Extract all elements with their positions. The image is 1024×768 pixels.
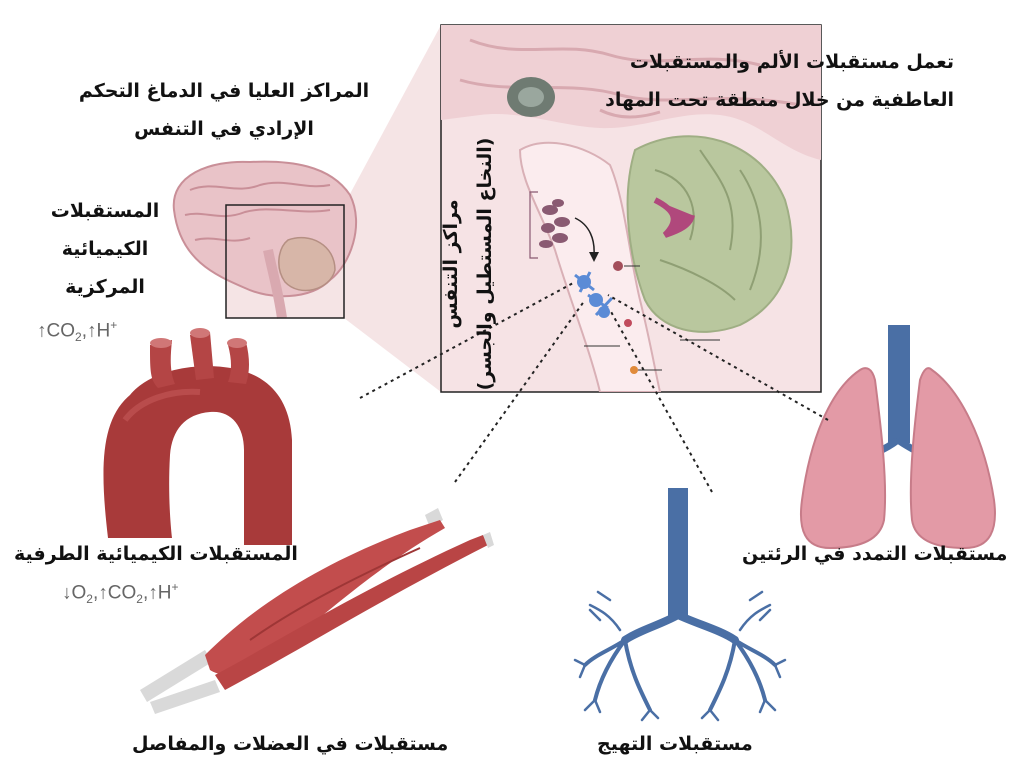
label-line: المراكز العليا في الدماغ التحكم — [78, 80, 370, 102]
label-line: المركزية — [65, 276, 145, 298]
label-line: الإرادي في التنفس — [134, 118, 314, 140]
lungs-illustration — [800, 325, 996, 550]
respiratory-centers-label: مراكز التنفس (النخاع المستطيل والجسر) — [412, 118, 527, 391]
label-line: (النخاع المستطيل والجسر) — [474, 137, 496, 391]
cerebellum-shape — [626, 135, 793, 333]
connector-lines — [359, 281, 829, 493]
brain-illustration — [172, 160, 358, 319]
bronchial-tree-illustration — [573, 488, 787, 722]
up-arrow: ↑ — [98, 582, 108, 604]
h-superscript: + — [110, 318, 118, 332]
label-line: مراكز التنفس — [440, 199, 462, 329]
down-arrow: ↓ — [62, 582, 72, 604]
co2-subscript: 2 — [136, 592, 143, 607]
higher-centers-label: المراكز العليا في الدماغ التحكم الإرادي … — [70, 72, 378, 148]
co2-text: CO — [46, 320, 76, 342]
stretch-receptors-label: مستقبلات التمدد في الرئتين — [742, 543, 1008, 565]
up-arrow: ↑ — [37, 320, 47, 342]
aorta-illustration — [103, 328, 293, 545]
peripheral-chemoreceptors-label: المستقبلات الكيميائية الطرفية — [14, 543, 298, 565]
neuron-cluster — [574, 271, 614, 318]
muscle-joint-receptors-label: مستقبلات في العضلات والمفاصل — [132, 733, 449, 755]
up-arrow: ↑ — [148, 582, 158, 604]
co2-text: CO — [107, 582, 137, 604]
o2-subscript: 2 — [86, 592, 93, 607]
h-text: H — [157, 582, 172, 604]
up-arrow: ↑ — [86, 320, 97, 342]
hypothalamus-receptors-label: تعمل مستقبلات الألم والمستقبلات العاطفية… — [578, 43, 954, 119]
irritant-receptors-label: مستقبلات التهيج — [597, 733, 753, 755]
brain-zoom-box — [225, 204, 345, 319]
label-line: المستقبلات — [50, 200, 160, 222]
o2-text: O — [71, 582, 87, 604]
label-line: العاطفية من خلال منطقة تحت المهاد — [605, 89, 954, 111]
label-line: تعمل مستقبلات الألم والمستقبلات — [629, 51, 954, 73]
co2-subscript: 2 — [75, 330, 82, 345]
central-chemoreceptors-label: المستقبلات الكيميائية المركزية — [40, 192, 170, 306]
label-line: الكيميائية — [61, 238, 149, 260]
h-text: H — [96, 320, 111, 342]
muscle-illustration — [140, 508, 494, 714]
brainstem-inset — [440, 24, 822, 393]
respiratory-centers-rotated: مراكز التنفس (النخاع المستطيل والجسر) — [434, 134, 502, 394]
h-superscript: + — [171, 580, 179, 594]
central-chemo-stimuli: ↑CO2,↑H+ — [37, 318, 118, 345]
peripheral-chemo-stimuli: ↓O2,↑CO2,↑H+ — [62, 580, 179, 607]
